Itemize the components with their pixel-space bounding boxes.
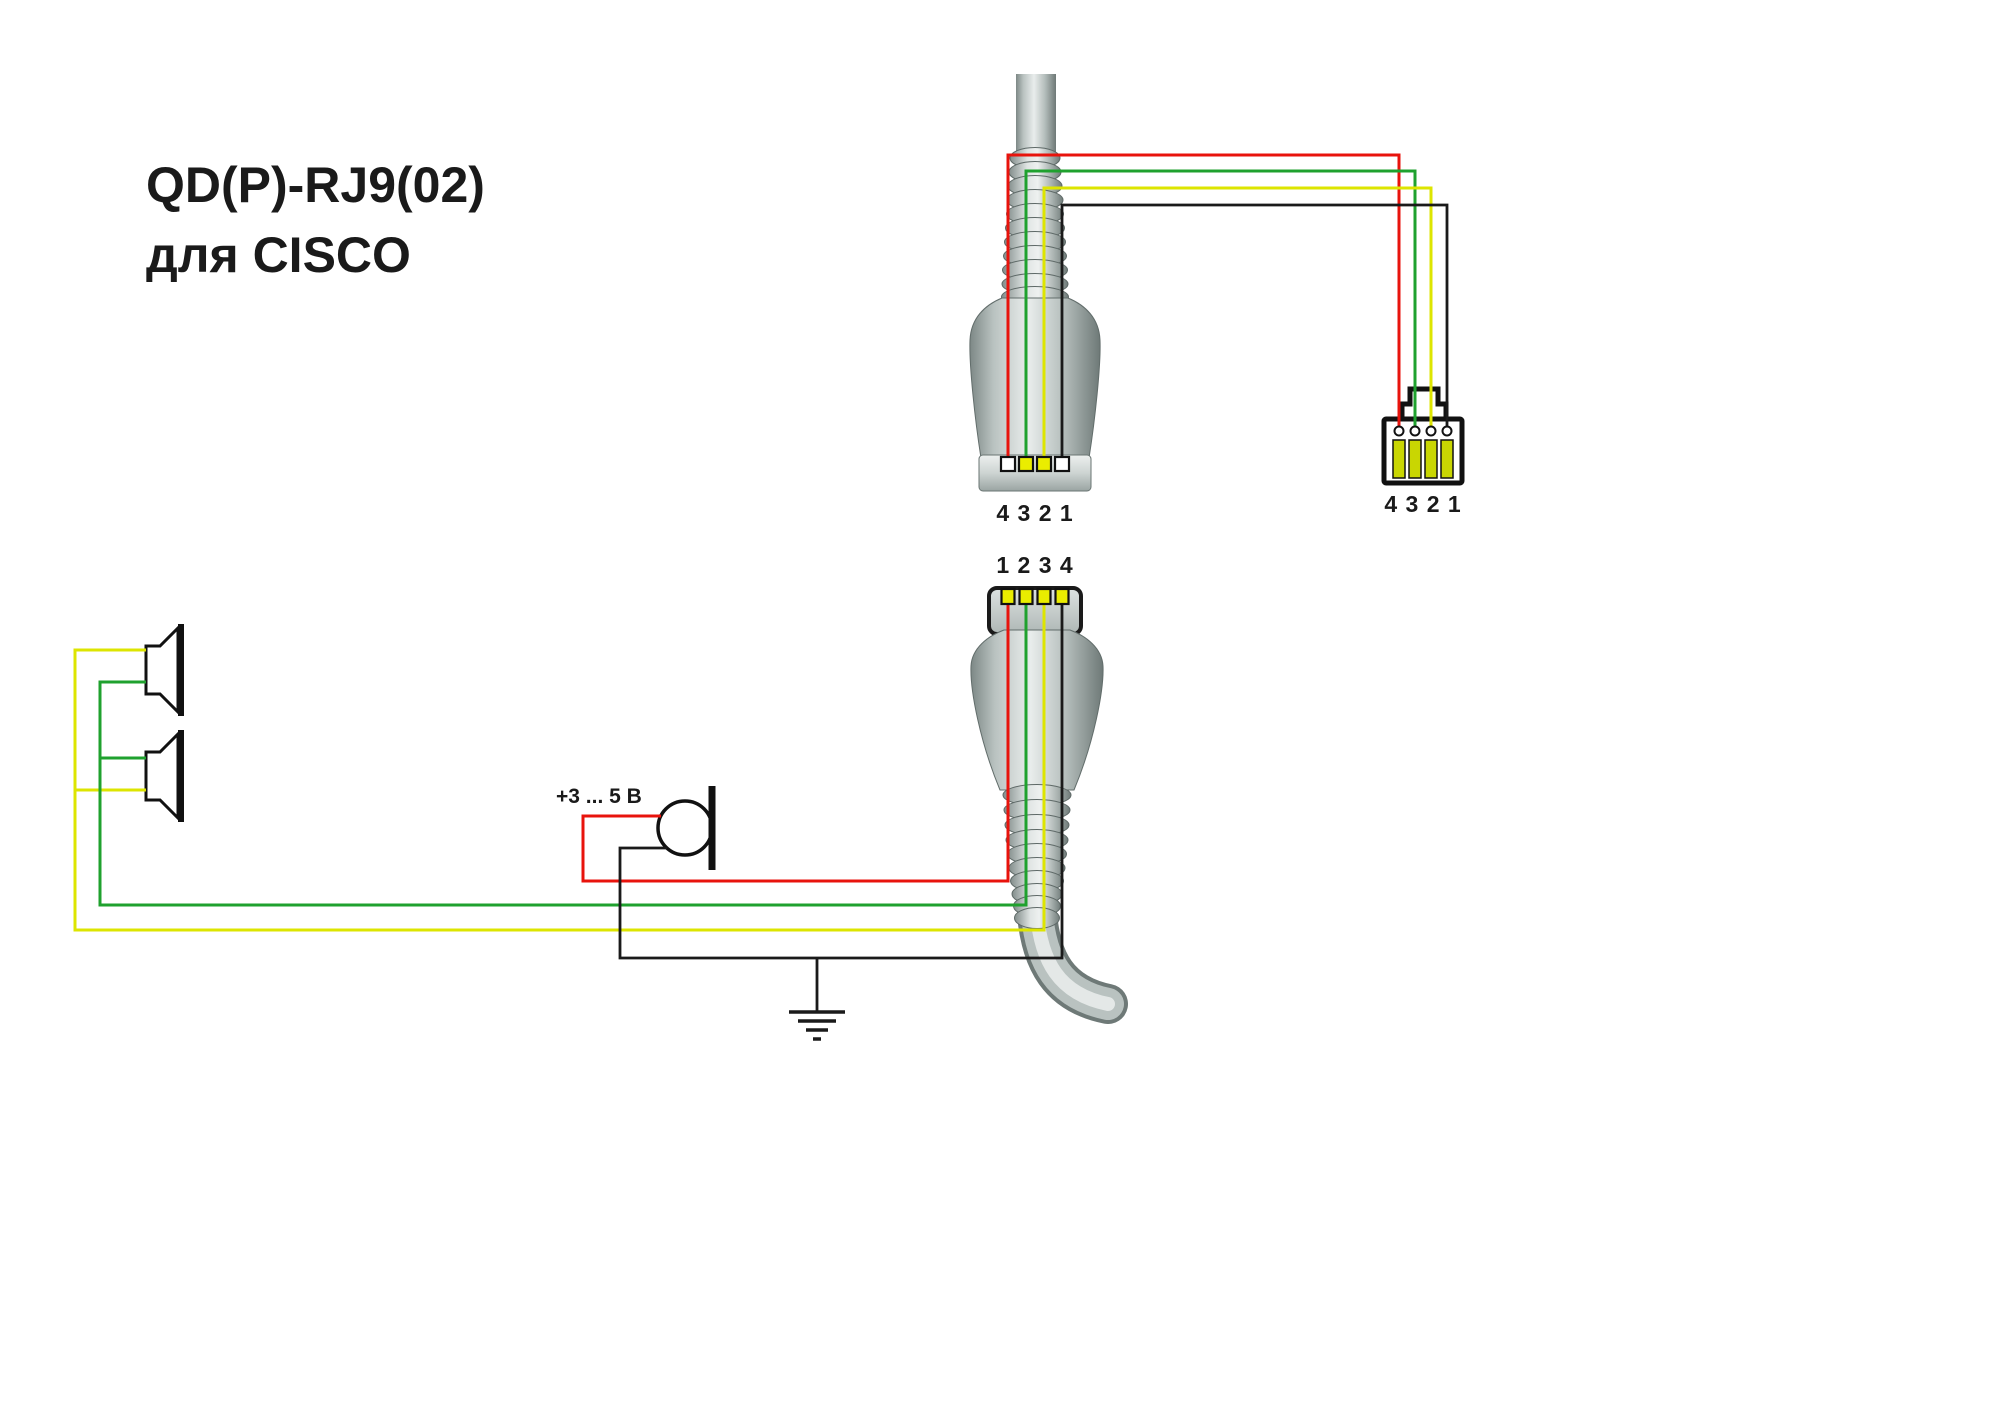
wire-black-mic-to-qd xyxy=(618,600,1064,960)
qd-cable-side-pin-numbers: 4 3 2 1 xyxy=(996,500,1074,526)
wire-red-qd-to-rj9 xyxy=(1006,153,1401,459)
qd-headset-side-pin-numbers: 1 2 3 4 xyxy=(996,552,1074,578)
rj9-pin-numbers: 4 3 2 1 xyxy=(1384,491,1462,517)
qd-cable-side-contacts xyxy=(999,455,1071,473)
rj9-wire-holes xyxy=(1393,425,1453,437)
rj9-pin-4 xyxy=(1392,439,1406,479)
plug-body xyxy=(969,297,1101,459)
wire-green-qd-to-rj9 xyxy=(1024,169,1417,459)
wires xyxy=(73,153,1449,1012)
wire-yellow-speaker-to-qd xyxy=(73,600,1046,932)
wire-black-qd-to-rj9 xyxy=(1060,203,1449,459)
plug-body xyxy=(970,629,1104,791)
qd-contact-slot-3 xyxy=(1017,455,1035,473)
rj9-wire-hole xyxy=(1409,425,1421,437)
qd-plug-headset-side xyxy=(970,586,1128,1024)
speaker-top-icon xyxy=(144,624,184,716)
rib xyxy=(1014,907,1060,929)
speaker-bottom-icon xyxy=(144,730,184,822)
rj9-pin-3 xyxy=(1408,439,1422,479)
rj9-wire-hole xyxy=(1393,425,1405,437)
qd-contact-tab-3 xyxy=(1036,587,1052,606)
mic-voltage-label: +3 ... 5 В xyxy=(556,785,642,808)
qd-contact-tab-1 xyxy=(1000,587,1016,606)
ground-icon xyxy=(789,1010,845,1041)
qd-contact-slot-2 xyxy=(1035,455,1053,473)
diagram-title: QD(P)-RJ9(02) для CISCO xyxy=(146,150,485,290)
wire-red-mic-to-qd xyxy=(581,600,1010,883)
rj9-pins xyxy=(1392,439,1454,479)
strain-relief xyxy=(1001,147,1069,308)
rj9-wire-hole xyxy=(1425,425,1437,437)
wire-yellow-qd-to-rj9 xyxy=(1042,186,1433,459)
speaker-cone xyxy=(144,730,180,822)
title-line-1: QD(P)-RJ9(02) xyxy=(146,157,485,213)
plug-mating-face xyxy=(978,454,1092,492)
microphone-icon xyxy=(656,786,716,870)
rj9-pin-1 xyxy=(1440,439,1454,479)
cable xyxy=(1016,74,1056,160)
qd-headset-side-contacts xyxy=(1000,587,1070,606)
rj9-wire-hole xyxy=(1441,425,1453,437)
rj9-latch xyxy=(1399,386,1449,421)
qd-contact-tab-2 xyxy=(1018,587,1034,606)
qd-contact-tab-4 xyxy=(1054,587,1070,606)
qd-contact-slot-1 xyxy=(1053,455,1071,473)
speaker-cone xyxy=(144,624,180,716)
qd-contact-slot-4 xyxy=(999,455,1017,473)
title-line-2: для CISCO xyxy=(146,227,411,283)
qd-plug-cable-side xyxy=(969,74,1101,492)
wire-green-speaker-to-qd xyxy=(98,600,1028,907)
rj9-pin-2 xyxy=(1424,439,1438,479)
